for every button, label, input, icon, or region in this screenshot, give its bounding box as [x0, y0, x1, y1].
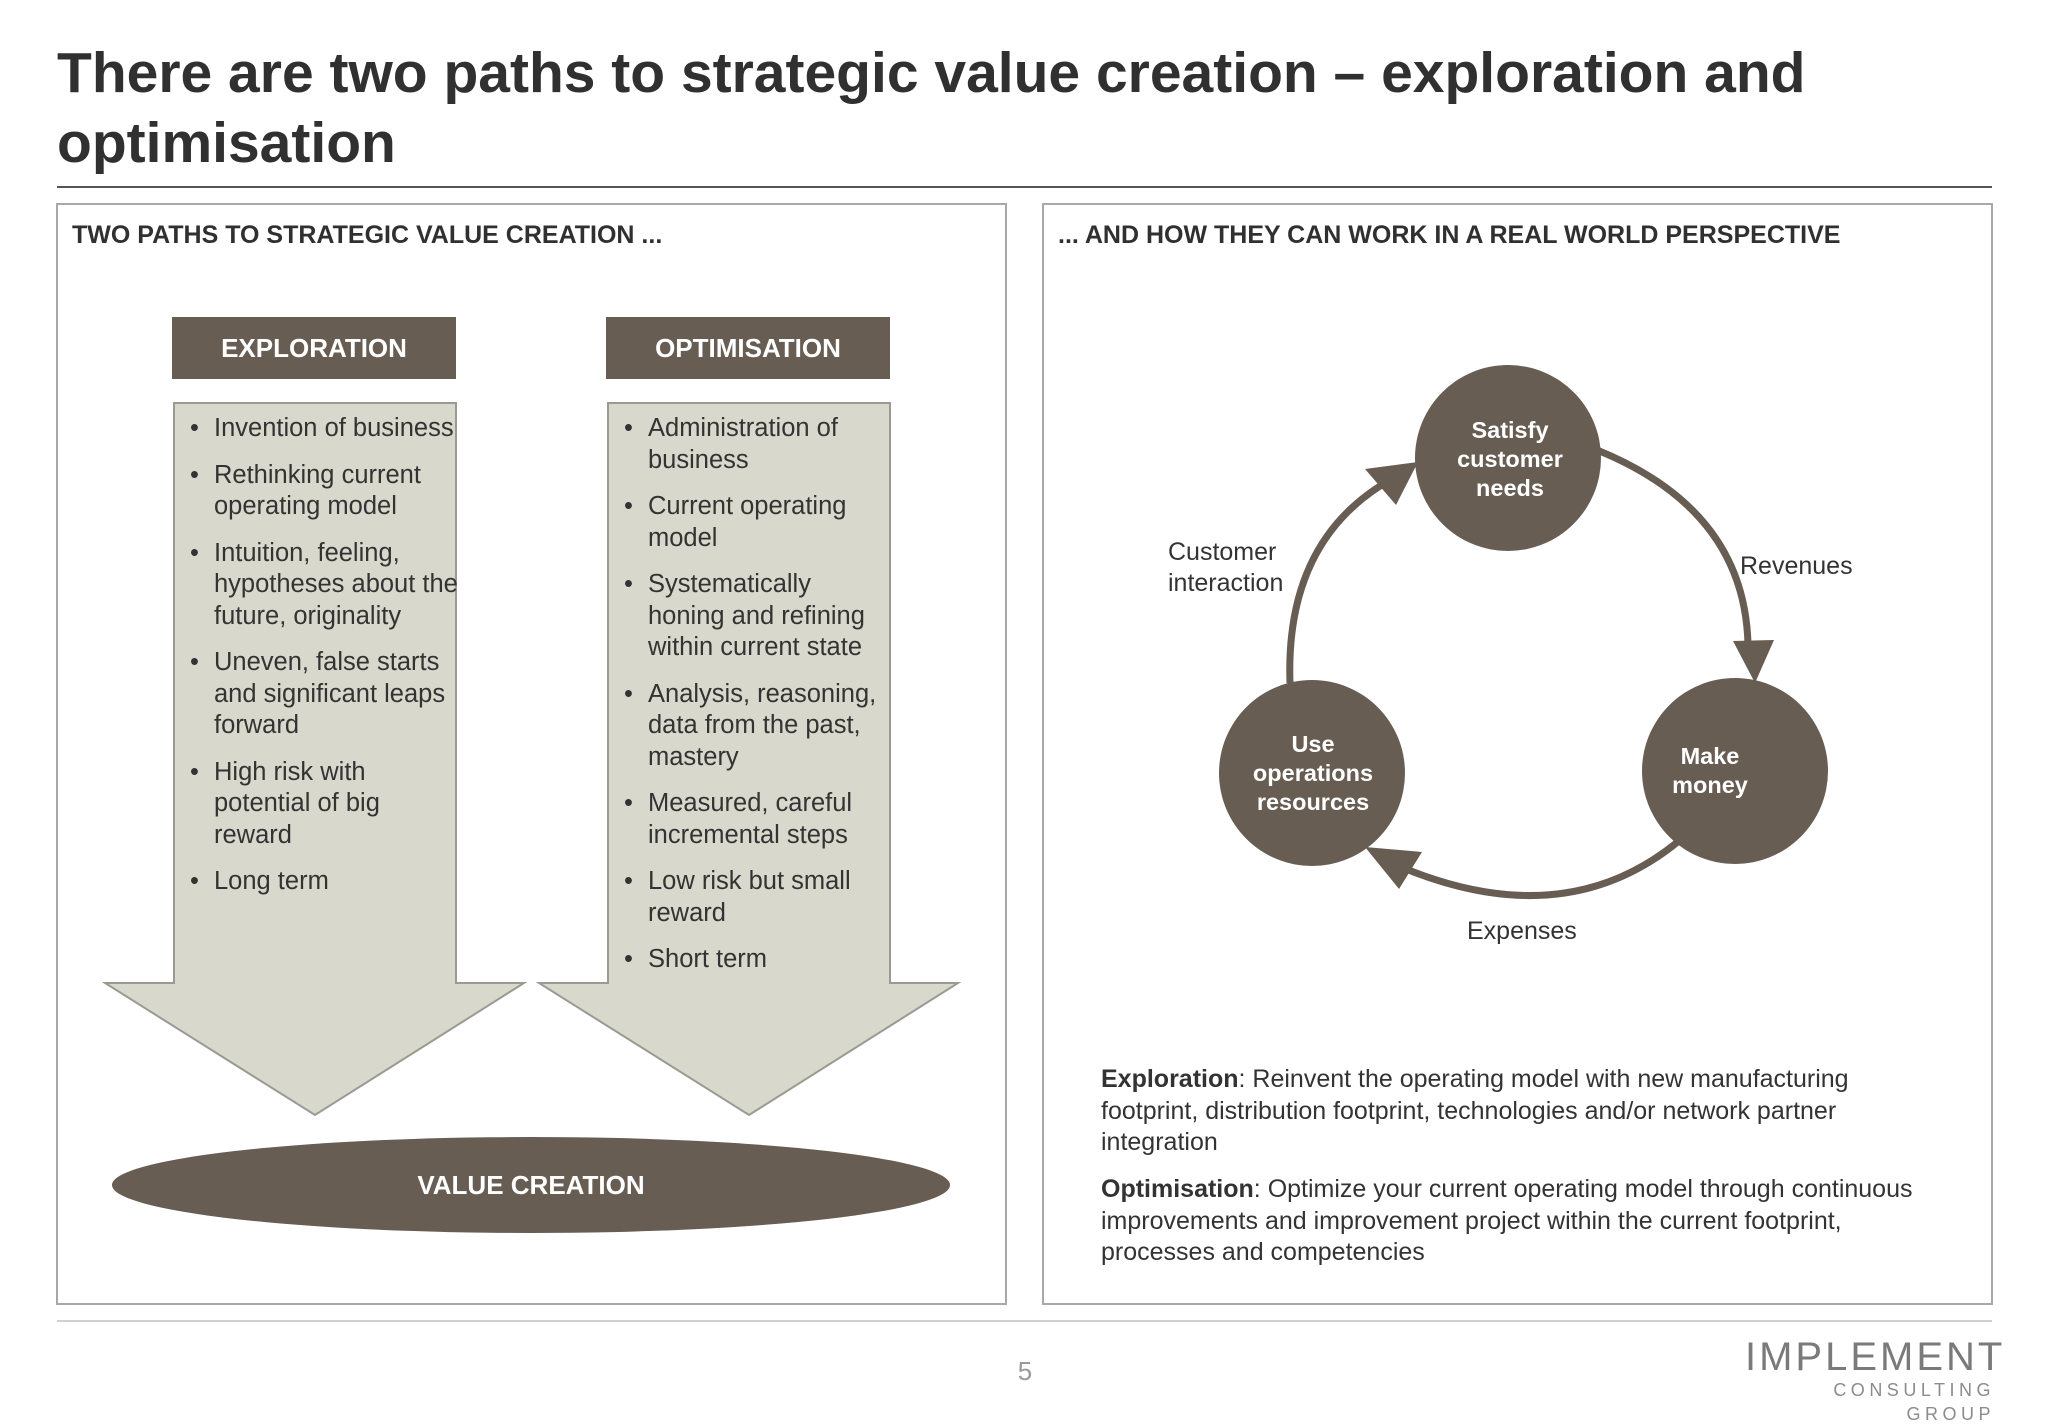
right-panel: [1042, 203, 1993, 1305]
customer-interaction-label: Customer interaction: [1168, 538, 1284, 597]
list-item: Uneven, false starts and significant lea…: [190, 647, 460, 742]
customer-interaction-arrowhead: [1365, 462, 1418, 505]
list-item: Short term: [624, 944, 894, 976]
optimisation-header: OPTIMISATION: [606, 317, 890, 379]
make-money-label: Make money: [1672, 743, 1748, 798]
list-item: Rethinking current operating model: [190, 460, 460, 523]
use-operations-resources-label: Use operations resources: [1252, 731, 1374, 815]
optimisation-bullet-list: Administration of business Current opera…: [624, 413, 894, 991]
expenses-edge: [1383, 837, 1683, 899]
customer-interaction-edge: [1286, 476, 1392, 684]
revenues-label: Revenues: [1740, 552, 1853, 580]
list-item: High risk with potential of big reward: [190, 757, 460, 852]
right-panel-heading: ... AND HOW THEY CAN WORK IN A REAL WORL…: [1058, 221, 1841, 249]
page-number: 5: [1017, 1356, 1033, 1386]
list-item: Current operating model: [624, 491, 894, 554]
optimisation-description: Optimisation: Optimize your current oper…: [1101, 1174, 1931, 1269]
list-item: Analysis, reasoning, data from the past,…: [624, 679, 894, 774]
company-logo: IMPLEMENT CONSULTING GROUP: [1745, 1335, 2006, 1426]
exploration-description-text: : Reinvent the operating model with new …: [1101, 1065, 1849, 1156]
satisfy-customer-needs-label: Satisfy customer needs: [1457, 417, 1563, 501]
expenses-arrowhead: [1365, 847, 1422, 889]
exploration-description: Exploration: Reinvent the operating mode…: [1101, 1064, 1931, 1159]
value-creation-ellipse: VALUE CREATION: [112, 1137, 950, 1233]
make-money-node: [1642, 678, 1828, 864]
exploration-header: EXPLORATION: [172, 317, 456, 379]
left-panel-heading: TWO PATHS TO STRATEGIC VALUE CREATION ..…: [72, 221, 663, 249]
footer-divider: [57, 1320, 1992, 1322]
list-item: Long term: [190, 866, 460, 898]
exploration-term: Exploration: [1101, 1065, 1239, 1093]
left-panel: [56, 203, 1007, 1305]
use-operations-resources-node: [1219, 680, 1405, 866]
title-divider: [57, 186, 1992, 188]
value-cycle-diagram: [1219, 365, 1828, 899]
revenues-edge: [1595, 446, 1752, 646]
list-item: Intuition, feeling, hypotheses about the…: [190, 538, 460, 633]
revenues-arrowhead: [1733, 640, 1774, 683]
logo-subtitle: CONSULTING GROUP: [1833, 1380, 1995, 1424]
list-item: Invention of business: [190, 413, 460, 445]
list-item: Measured, careful incremental steps: [624, 788, 894, 851]
exploration-bullet-list: Invention of business Rethinking current…: [190, 413, 460, 913]
logo-wordmark: IMPLEMENT: [1745, 1335, 2006, 1379]
list-item: Low risk but small reward: [624, 866, 894, 929]
satisfy-customer-needs-node: [1415, 365, 1601, 551]
optimisation-description-text: : Optimize your current operating model …: [1101, 1175, 1913, 1266]
list-item: Systematically honing and refining withi…: [624, 569, 894, 664]
page-title: There are two paths to strategic value c…: [57, 41, 1806, 175]
list-item: Administration of business: [624, 413, 894, 476]
expenses-label: Expenses: [1467, 917, 1577, 945]
optimisation-term: Optimisation: [1101, 1175, 1254, 1203]
